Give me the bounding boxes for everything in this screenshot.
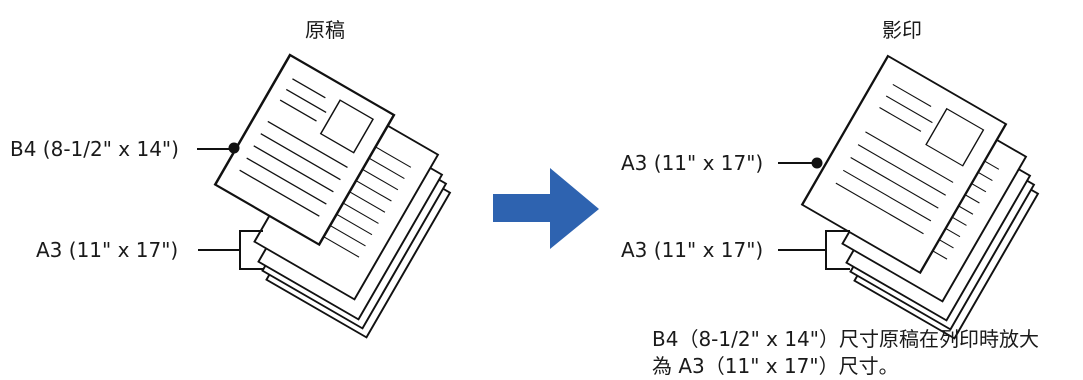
left-leaders (197, 142, 263, 270)
title-copy: 影印 (882, 18, 922, 42)
arrow-right-icon (493, 168, 599, 249)
label-left-a3: A3 (11" x 17") (36, 238, 179, 262)
caption-line-1: B4（8-1/2" x 14"）尺寸原稿在列印時放大 (652, 327, 1039, 351)
label-right-a3: A3 (11" x 17") (621, 238, 764, 262)
caption: B4（8-1/2" x 14"）尺寸原稿在列印時放大 為 A3（11" x 17… (652, 326, 1039, 380)
title-original: 原稿 (305, 18, 345, 42)
caption-line-2: 為 A3（11" x 17"）尺寸。 (652, 354, 899, 378)
label-left-b4: B4 (8-1/2" x 14") (10, 137, 179, 161)
right-leaders (778, 157, 850, 270)
label-right-a3-enlarged: A3 (11" x 17") (621, 151, 764, 175)
